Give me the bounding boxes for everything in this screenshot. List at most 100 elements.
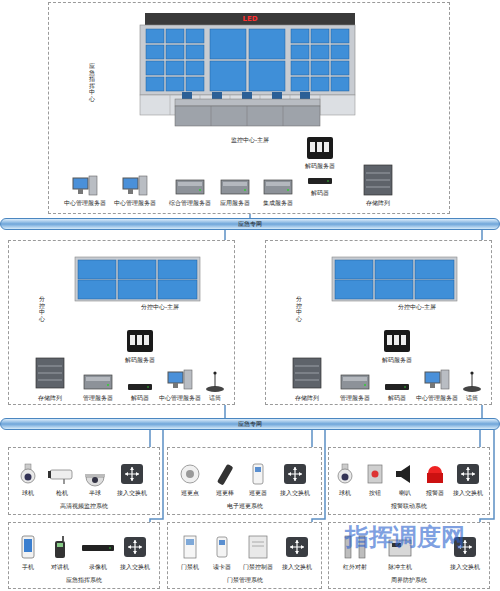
device-label: 应用服务器: [220, 200, 250, 207]
device-label: 录像机: [89, 564, 107, 571]
device-icon: [284, 464, 306, 484]
device-icon: [21, 464, 35, 483]
device-icon: [168, 370, 192, 389]
device-label: 球机: [339, 490, 351, 497]
device-icon: [384, 330, 410, 352]
device-label: 集成服务器: [263, 200, 293, 207]
main-video-wall: [140, 13, 355, 115]
device-label: 中心管理服务器: [114, 200, 156, 207]
device-icon: [307, 137, 333, 159]
device-label: 手机: [22, 564, 34, 571]
region-title: 应急指挥系统: [9, 576, 159, 585]
device-label: 综合管理服务器: [169, 200, 211, 207]
device-icon: [181, 465, 199, 483]
led-sign: LED: [242, 15, 257, 23]
device-label: 半球: [89, 490, 101, 497]
device-icon: [206, 371, 224, 392]
device-label: 分控中心-主屏: [398, 304, 436, 311]
device-label: 脉冲主机: [388, 564, 412, 571]
region-title: 分控中心: [296, 296, 302, 322]
device-icon: [385, 384, 409, 390]
device-icon: [73, 176, 97, 195]
device-icon: [128, 384, 152, 390]
device-icon: [121, 464, 143, 484]
device-label: 分控中心-主屏: [141, 304, 179, 311]
network-band: 应急专网: [0, 218, 500, 230]
network-link: [224, 230, 226, 240]
device-icon: [184, 536, 196, 558]
region-box: 应急指挥中心: [48, 2, 450, 214]
device-icon: [457, 464, 479, 484]
device-icon: [217, 464, 234, 486]
device-label: 接入交换机: [282, 564, 312, 571]
device-label: 中心管理服务器: [64, 200, 106, 207]
device-label: 读卡器: [213, 564, 231, 571]
device-icon: [221, 180, 249, 194]
device-icon: [176, 180, 204, 194]
network-link: [481, 405, 483, 418]
network-link: [312, 430, 325, 522]
region-box: 高清视频监控系统: [8, 447, 160, 515]
device-label: 接入交换机: [117, 490, 147, 497]
device-icon: [22, 536, 34, 558]
region-box: 分控中心: [8, 240, 235, 405]
watermark: 指挥调度网: [345, 524, 465, 552]
device-icon: [217, 537, 227, 557]
device-icon: [286, 537, 308, 557]
console-desk: [175, 92, 320, 126]
network-link: [481, 230, 483, 240]
device-label: 枪机: [56, 490, 68, 497]
region-box: 门禁管理系统: [167, 522, 322, 589]
network-name: 应急专网: [238, 421, 262, 428]
device-label: 巡更棒: [216, 490, 234, 497]
device-icon: [264, 180, 292, 194]
device-icon: [396, 465, 410, 483]
device-label: 接入交换机: [453, 490, 483, 497]
device-label: 解码器: [131, 395, 149, 402]
device-label: 红外对射: [343, 564, 367, 571]
device-icon: [84, 375, 112, 389]
device-label: 接入交换机: [120, 564, 150, 571]
region-box: 报警联动系统: [328, 447, 490, 515]
device-label: 监控中心-主屏: [231, 137, 269, 144]
network-link: [150, 430, 163, 522]
device-icon: [427, 466, 443, 483]
device-icon: [253, 464, 263, 484]
device-label: 中心管理服务器: [159, 395, 201, 402]
branch-video-wall: [332, 257, 457, 301]
device-icon: [341, 375, 369, 389]
network-band: 应急专网: [0, 418, 500, 430]
device-icon: [85, 474, 105, 486]
network-link: [149, 430, 151, 447]
device-icon: [249, 536, 267, 558]
device-label: 解码服务器: [305, 163, 335, 170]
device-label: 话筒: [466, 395, 478, 402]
network-link: [479, 430, 481, 447]
device-icon: [127, 330, 153, 352]
device-icon: [364, 165, 392, 195]
region-title: 电子巡更系统: [168, 502, 321, 511]
device-label: 门禁控制器: [243, 564, 273, 571]
device-icon: [338, 464, 352, 483]
device-label: 巡更点: [181, 490, 199, 497]
device-label: 存储阵列: [38, 395, 62, 402]
device-label: 管理服务器: [83, 395, 113, 402]
region-title: 门禁管理系统: [168, 576, 321, 585]
device-label: 按钮: [369, 490, 381, 497]
region-box: 应急指挥系统: [8, 522, 160, 589]
device-label: 巡更器: [249, 490, 267, 497]
device-icon: [425, 370, 449, 389]
device-label: 中心管理服务器: [416, 395, 458, 402]
device-icon: [124, 537, 146, 557]
device-label: 接入交换机: [280, 490, 310, 497]
device-label: 管理服务器: [340, 395, 370, 402]
device-icon: [123, 176, 147, 195]
device-label: 报警器: [426, 490, 444, 497]
device-label: 存储阵列: [366, 200, 390, 207]
region-box: 分控中心: [265, 240, 492, 405]
device-label: 门禁机: [181, 564, 199, 571]
device-label: 对讲机: [51, 564, 69, 571]
device-icon: [368, 465, 382, 483]
device-icon: [82, 545, 114, 551]
device-label: 解码器: [311, 190, 329, 197]
